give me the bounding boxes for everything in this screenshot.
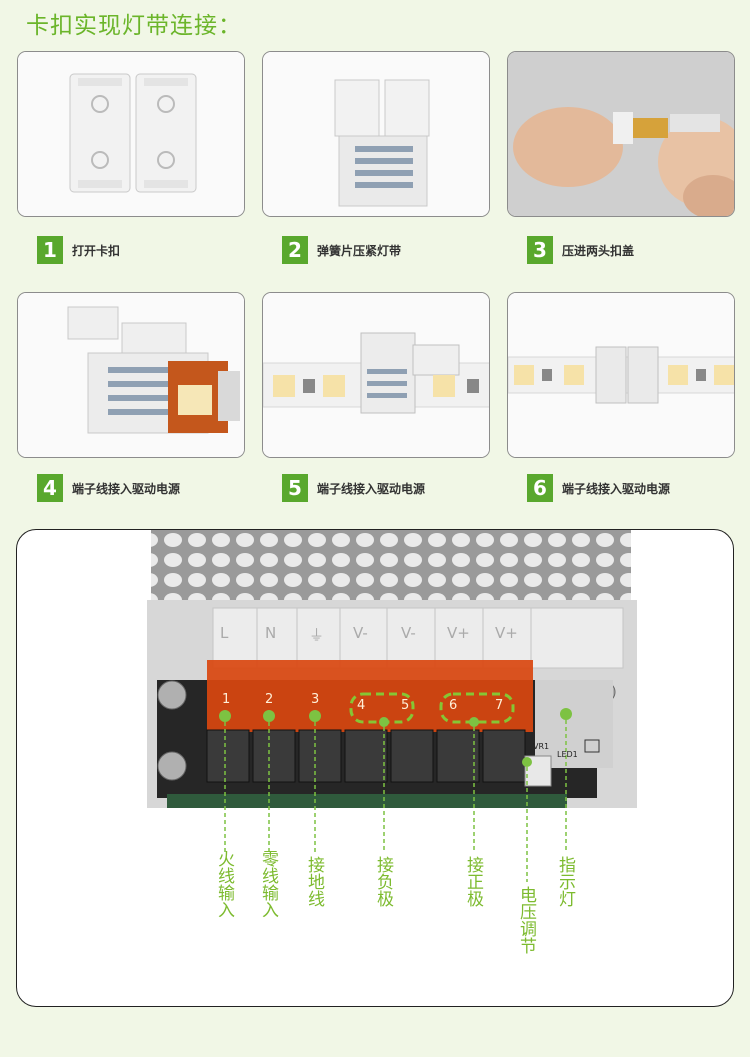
callout-live-input: 火线输入 <box>214 850 234 918</box>
step-number: 4 <box>37 474 63 502</box>
terminal-marking-vpos-1: V+ <box>447 624 470 642</box>
step-number: 5 <box>282 474 308 502</box>
step-5: 5 端子线接入驱动电源 <box>282 474 425 502</box>
photo-open-clip <box>17 51 245 217</box>
step-number: 6 <box>527 474 553 502</box>
step-4: 4 端子线接入驱动电源 <box>37 474 180 502</box>
terminal-marking-l: L <box>220 624 229 642</box>
photo-press-caps <box>507 51 735 217</box>
terminal-marking-ground: ⏚ <box>309 626 325 644</box>
step-1: 1 打开卡扣 <box>37 236 120 264</box>
step-label: 端子线接入驱动电源 <box>562 481 671 496</box>
callout-negative: 接负极 <box>373 856 393 907</box>
callout-positive: 接正极 <box>463 856 483 907</box>
step-label: 端子线接入驱动电源 <box>317 481 426 496</box>
callout-indicator-light: 指示灯 <box>555 856 575 907</box>
step-label: 打开卡扣 <box>72 243 121 258</box>
step-number: 3 <box>527 236 553 264</box>
terminal-number-6: 6 <box>449 698 458 713</box>
terminal-number-4: 4 <box>357 698 366 713</box>
callout-voltage-adjust: 电压调节 <box>516 886 536 954</box>
step-2: 2 弹簧片压紧灯带 <box>282 236 401 264</box>
photo-clip-on-strip <box>17 292 245 458</box>
callout-ground: 接地线 <box>304 856 324 907</box>
terminal-number-5: 5 <box>401 698 410 713</box>
led-label: LED1 <box>557 750 578 759</box>
terminal-marking-vneg-2: V- <box>401 624 416 642</box>
step-number: 1 <box>37 236 63 264</box>
vr-label: VR1 <box>533 742 550 751</box>
step-label: 端子线接入驱动电源 <box>72 481 181 496</box>
step-label: 弹簧片压紧灯带 <box>317 243 402 258</box>
terminal-marking-vpos-2: V+ <box>495 624 518 642</box>
terminal-marking-vneg-1: V- <box>353 624 368 642</box>
step-3: 3 压进两头扣盖 <box>527 236 634 264</box>
callout-neutral-input: 零线输入 <box>258 850 278 918</box>
terminal-number-2: 2 <box>265 692 274 707</box>
terminal-marking-n: N <box>265 624 277 642</box>
power-supply-panel: L N ⏚ V- V- V+ V+ 1 2 3 4 5 6 7 VR1 LED1… <box>16 529 734 1007</box>
step-label: 压进两头扣盖 <box>562 243 635 258</box>
step-number: 2 <box>282 236 308 264</box>
photo-strip-connected-open <box>262 292 490 458</box>
page-title: 卡扣实现灯带连接： <box>26 13 242 39</box>
photo-spring-press <box>262 51 490 217</box>
terminal-number-3: 3 <box>311 692 320 707</box>
terminal-number-1: 1 <box>222 692 231 707</box>
photo-strip-connected-closed <box>507 292 735 458</box>
terminal-number-7: 7 <box>495 698 504 713</box>
step-6: 6 端子线接入驱动电源 <box>527 474 670 502</box>
